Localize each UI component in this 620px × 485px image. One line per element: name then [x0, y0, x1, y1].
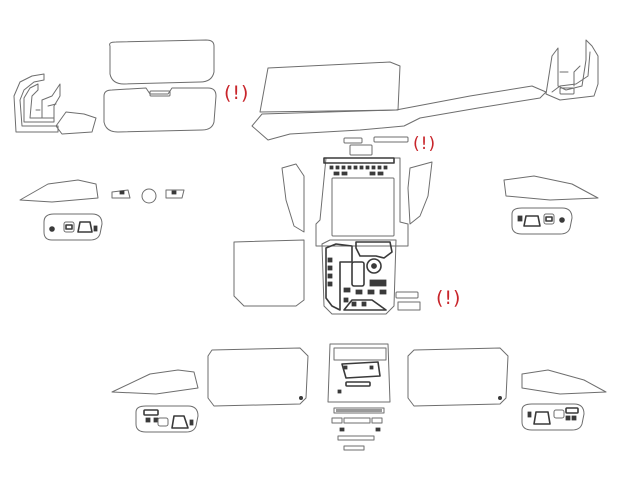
left-front-seat-switch-panel	[43, 213, 103, 241]
left-switch-pieces	[111, 188, 185, 204]
right-front-seat-switch-panel	[511, 207, 573, 235]
rear-console-lower-strips	[331, 407, 385, 451]
right-rear-seat-switch-panel	[521, 403, 585, 431]
warning-mark-vent-strip: (!)	[413, 134, 437, 154]
left-rear-screen-film	[207, 347, 309, 407]
climate-button-row	[329, 165, 388, 176]
console-small-pieces	[395, 291, 421, 311]
left-front-door-panel-film	[19, 179, 99, 203]
center-stack-bezel	[315, 157, 409, 247]
warning-mark-console-small-piece: (!)	[436, 287, 462, 309]
dashboard-long-trim	[251, 61, 547, 141]
right-rear-door-panel-film	[521, 369, 607, 395]
right-door-pillar-trim	[545, 39, 599, 101]
glovebox-panel-film	[233, 239, 305, 307]
top-vent-strips	[343, 136, 409, 156]
right-front-door-panel-film	[503, 175, 599, 201]
center-console-gear-panel	[321, 239, 397, 315]
warning-mark-display-cover: (!)	[224, 82, 250, 104]
left-rear-door-panel-film	[111, 369, 199, 395]
instrument-cluster-cover-upper	[109, 39, 215, 85]
left-door-pillar-trim	[13, 73, 97, 135]
left-rear-seat-switch-panel	[135, 405, 199, 433]
right-rear-screen-film	[407, 347, 509, 407]
center-right-side-trim	[407, 161, 433, 225]
rear-console-panel	[327, 343, 391, 403]
center-left-side-trim	[281, 163, 305, 233]
instrument-cluster-cover-lower	[103, 87, 217, 133]
